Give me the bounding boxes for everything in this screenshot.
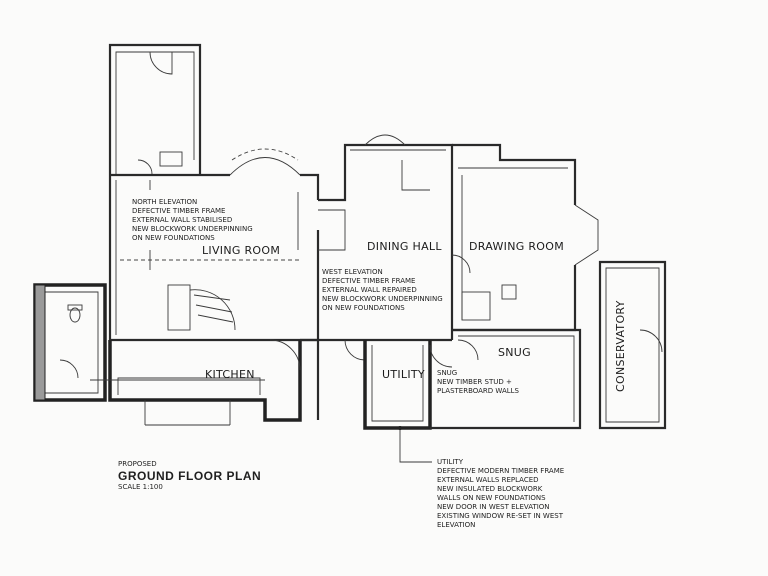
note-west-elevation: WEST ELEVATION DEFECTIVE TIMBER FRAME EX… — [322, 268, 443, 312]
note-utility: UTILITY DEFECTIVE MODERN TIMBER FRAME EX… — [437, 458, 565, 529]
room-label-snug: SNUG — [498, 346, 531, 359]
porch-walls — [108, 43, 202, 175]
title-proposed: PROPOSED — [118, 460, 157, 468]
note-snug: SNUG NEW TIMBER STUD + PLASTERBOARD WALL… — [437, 369, 519, 395]
room-label-utility: UTILITY — [382, 368, 425, 381]
dining-hall-walls — [318, 134, 454, 361]
drawing-title: GROUND FLOOR PLAN — [118, 469, 262, 483]
living-room-walls — [108, 148, 320, 342]
utility-note-leader — [398, 426, 432, 463]
drawing-room-walls — [451, 143, 599, 332]
staircase — [167, 284, 236, 331]
snug-walls — [430, 328, 582, 430]
kitchen-walls — [90, 338, 320, 426]
utility-walls — [363, 340, 453, 430]
note-north-elevation: NORTH ELEVATION DEFECTIVE TIMBER FRAME E… — [132, 198, 253, 242]
room-label-dining-hall: DINING HALL — [367, 240, 442, 253]
drawing-scale: SCALE 1:100 — [118, 483, 163, 491]
room-label-conservatory: CONSERVATORY — [614, 300, 627, 392]
room-label-living-room: LIVING ROOM — [202, 244, 281, 257]
room-label-kitchen: KITCHEN — [205, 368, 255, 381]
conservatory-walls — [598, 260, 667, 430]
title-block: PROPOSED GROUND FLOOR PLAN SCALE 1:100 — [118, 460, 261, 491]
cloakroom-walls — [33, 283, 107, 402]
room-label-drawing-room: DRAWING ROOM — [469, 240, 565, 253]
